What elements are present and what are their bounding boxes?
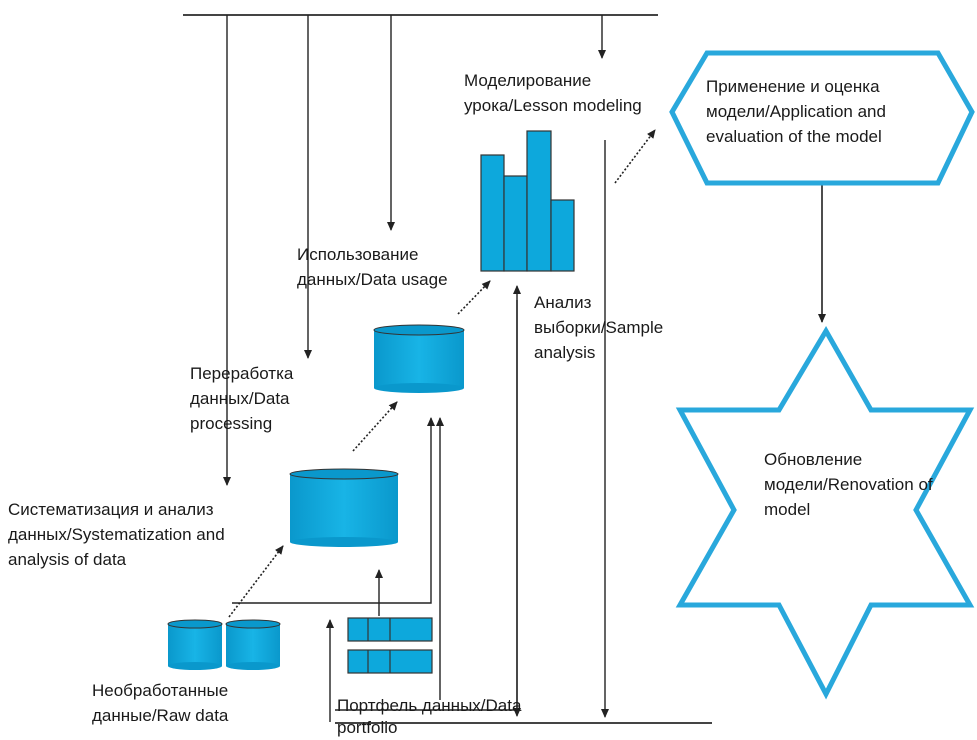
processing-cylinder: [373, 324, 465, 393]
sample-analysis-label: Анализ выборки/Sample analysis: [534, 290, 663, 365]
diag-arrow-raw-to-sys: [228, 545, 284, 618]
renovation-star: [675, 326, 975, 700]
diag-arrow-lesson-to-app: [614, 129, 656, 184]
data-processing-label: Переработка данных/Data processing: [190, 361, 293, 436]
lesson-modeling-line-2: урока/Lesson modeling: [464, 96, 642, 115]
raw-data-line-1: Необработанные: [92, 681, 229, 700]
renovation-line-3: model: [764, 500, 811, 519]
diag-arrow-proc-to-usage: [457, 280, 491, 315]
raw-data-cylinder-1: [167, 619, 223, 670]
systematization-line-3: analysis of data: [8, 550, 127, 569]
portfolio-table: [347, 617, 433, 674]
systematization-cylinder: [289, 468, 399, 547]
raw-data-label: Необработанные данные/Raw data: [92, 678, 228, 728]
renovation-label: Обновление модели/Renovation of model: [764, 447, 933, 522]
sample-analysis-line-2: выборки/Sample: [534, 318, 664, 337]
data-processing-line-1: Переработка: [190, 364, 294, 383]
application-hexagon: [669, 50, 975, 186]
systematization-label: Систематизация и анализ данных/Systemati…: [8, 497, 225, 572]
bar-3: [526, 130, 552, 272]
portfolio-line-2: portfolio: [337, 718, 398, 737]
raw-data-cylinder-2: [225, 619, 281, 670]
data-usage-line-1: Использование: [297, 245, 419, 264]
application-label: Применение и оценка модели/Application a…: [706, 74, 886, 149]
portfolio-label: Портфель данных/Data portfolio: [337, 695, 521, 739]
renovation-line-2: модели/Renovation of: [764, 475, 933, 494]
sample-analysis-line-3: analysis: [534, 343, 596, 362]
raw-data-line-2: данные/Raw data: [92, 706, 229, 725]
lesson-modeling-label: Моделирование урока/Lesson modeling: [464, 68, 642, 118]
application-line-2: модели/Application and: [706, 102, 886, 121]
sample-analysis-line-1: Анализ: [534, 293, 592, 312]
renovation-line-1: Обновление: [764, 450, 863, 469]
application-line-1: Применение и оценка: [706, 77, 880, 96]
portfolio-line-1: Портфель данных/Data: [337, 696, 522, 715]
application-line-3: evaluation of the model: [706, 127, 882, 146]
lesson-modeling-line-1: Моделирование: [464, 71, 592, 90]
bar-4: [550, 199, 575, 272]
data-processing-line-2: данных/Data: [190, 389, 290, 408]
systematization-line-1: Систематизация и анализ: [8, 500, 214, 519]
data-usage-label: Использование данных/Data usage: [297, 242, 448, 292]
bar-1: [480, 154, 505, 272]
bar-2: [503, 175, 528, 272]
lesson-bar-chart: [480, 130, 575, 272]
diag-arrow-sys-to-proc: [352, 401, 398, 452]
feedback-arrow-1: [232, 417, 435, 604]
data-usage-line-2: данных/Data usage: [297, 270, 448, 289]
data-processing-line-3: processing: [190, 414, 273, 433]
systematization-line-2: данных/Systematization and: [8, 525, 225, 544]
